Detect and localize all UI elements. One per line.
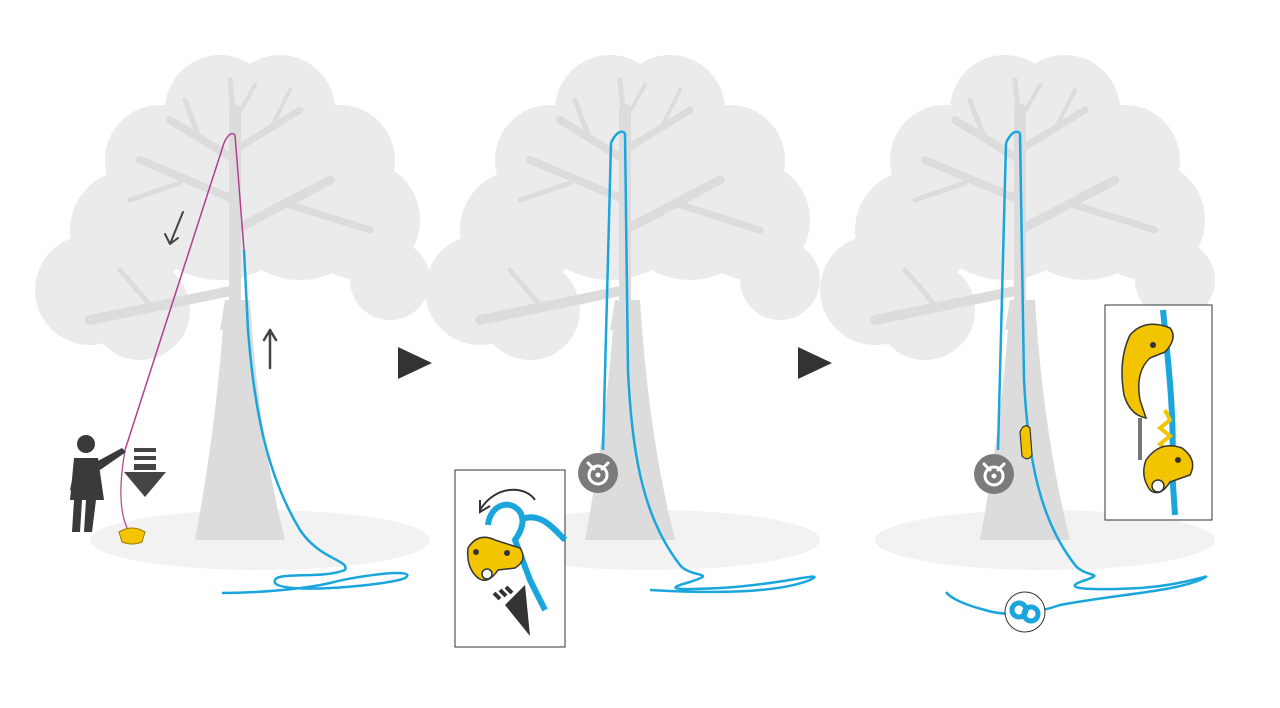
arrow-up-icon: [479, 488, 536, 511]
descender-device-icon: [1143, 445, 1194, 494]
arrow-down-icon: [492, 585, 530, 636]
descender-device-icon: [466, 536, 524, 581]
tree-anchor-icon: [972, 452, 1016, 496]
throw-line: [124, 134, 245, 451]
panel-2: [425, 55, 820, 648]
rope-clamp-icon: [1121, 323, 1174, 419]
panel-3: [820, 55, 1215, 633]
arrow-right-icon: [398, 347, 432, 379]
rope: [221, 249, 409, 595]
throw-bag: [118, 527, 146, 545]
descender-inset: [454, 469, 568, 648]
person-figure: [70, 435, 126, 532]
panel-1: [35, 55, 430, 595]
ascent-system-inset: [1104, 304, 1213, 521]
arrow-down-icon: [164, 211, 184, 245]
arrow-right-icon: [798, 347, 832, 379]
arrow-down-icon: [124, 448, 166, 497]
arrow-up-icon: [262, 328, 278, 370]
rope-clamp-icon: [1019, 425, 1033, 460]
tree-anchor-icon: [576, 451, 620, 495]
stopper-knot-icon: [1004, 591, 1046, 633]
rope: [601, 132, 816, 594]
